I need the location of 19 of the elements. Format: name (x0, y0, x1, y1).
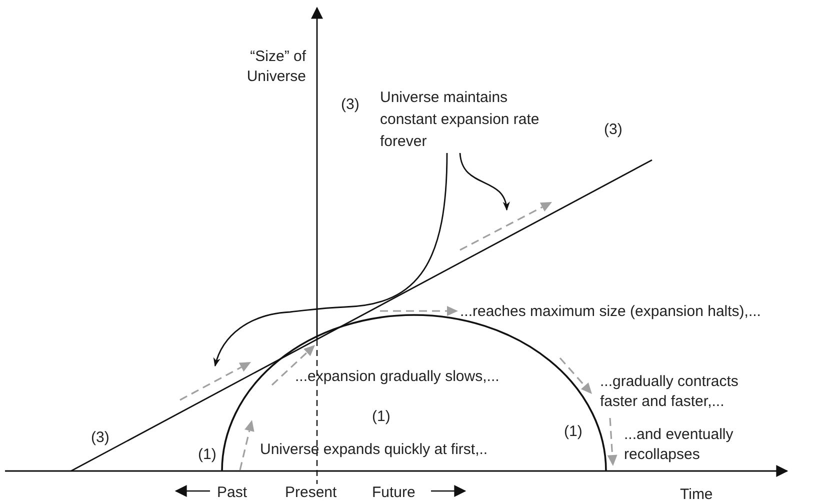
time-label: Present (285, 483, 337, 503)
curve-label: (3) (604, 120, 622, 140)
curve-label: (3) (341, 95, 360, 115)
axis-title: Time (680, 485, 713, 503)
curve-label: (3) (91, 428, 110, 448)
curve-label: (1) (372, 407, 390, 427)
annotation-text: Universe expands quickly at first,.. (260, 440, 488, 460)
axis-title: “Size” of Universe (246, 47, 306, 87)
curve-label: (1) (198, 445, 216, 465)
annotation-text: Universe maintains constant expansion rate forever (380, 88, 540, 152)
time-label: Past (217, 483, 248, 503)
annotation-text: ...and eventually recollapses (624, 425, 734, 465)
curve-label: (1) (564, 422, 582, 442)
annotation-text: ...reaches maximum size (expansion halts),... (460, 302, 761, 322)
leader-arrow (459, 152, 510, 211)
time-label: Future (372, 483, 416, 503)
leader-arrow (214, 152, 448, 367)
annotation-text: ...expansion gradually slows,... (295, 367, 500, 387)
annotation-text: ...gradually contracts faster and faster,... (600, 372, 740, 412)
